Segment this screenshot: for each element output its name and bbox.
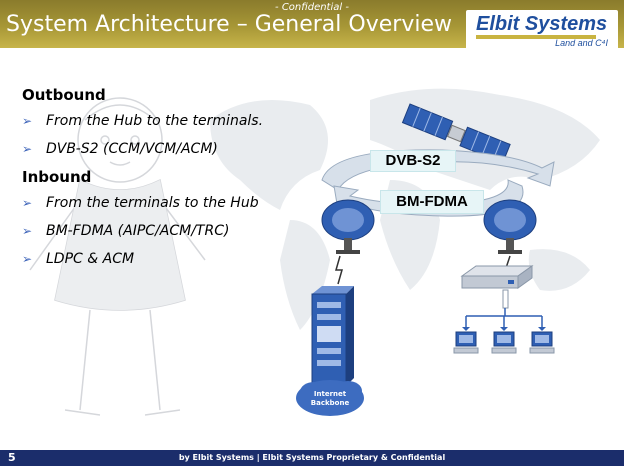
page-number: 5 [8,451,16,464]
bullet-arrow-icon: ➢ [22,114,33,128]
router-icon [460,265,534,289]
list-item-text: From the terminals to the Hub [46,195,259,211]
pc-terminal-icon [491,331,517,354]
lan-arrowheads [462,327,546,331]
list-item: ➢ DVB-S2 (CCM/VCM/ACM) [22,140,322,158]
cable [502,289,509,309]
pc-terminal-icon [453,331,479,354]
logo-name: Elbit Systems [476,13,608,35]
list-item-text: DVB-S2 (CCM/VCM/ACM) [46,141,218,157]
bullet-arrow-icon: ➢ [22,142,33,156]
diagram-graphics [296,103,555,416]
slide-title: System Architecture – General Overview [6,12,452,37]
internet-label-line2: Backbone [310,399,350,407]
logo-swoosh [476,35,596,39]
inbound-heading: Inbound [22,168,92,186]
footer-text: by Elbit Systems | Elbit Systems Proprie… [178,453,446,462]
list-item: ➢ From the terminals to the Hub [22,194,322,212]
slide-footer: 5 by Elbit Systems | Elbit Systems Propr… [0,450,624,466]
list-item: ➢ From the Hub to the terminals. [22,112,322,130]
list-item-text: From the Hub to the terminals. [46,113,264,129]
logo-subtitle: Land and C⁴I [555,38,608,48]
bullet-arrow-icon: ➢ [22,224,33,238]
outbound-heading: Outbound [22,86,106,104]
bm-fdma-label: BM-FDMA [380,190,484,214]
bullet-arrow-icon: ➢ [22,252,33,266]
satellite-dish-icon [483,199,537,254]
list-item-text: LDPC & ACM [46,251,135,267]
lightning-link-icon [335,255,343,285]
bullet-list: Outbound ➢ From the Hub to the terminals… [22,86,322,278]
list-item: ➢ LDPC & ACM [22,250,322,268]
list-item: ➢ BM-FDMA (AIPC/ACM/TRC) [22,222,322,240]
dvb-s2-label: DVB-S2 [370,150,456,172]
elbit-logo: Elbit Systems Land and C⁴I [466,10,618,54]
child-illustration-watermark [29,97,206,416]
satellite-dish-icon [321,199,375,254]
network-diagram: DVB-S2 BM-FDMA Internet Backbone [292,98,612,428]
satellite-icon [401,103,511,164]
confidential-label: - Confidential - [275,2,349,13]
bullet-arrow-icon: ➢ [22,196,33,210]
internet-label-line1: Internet [313,390,347,398]
server-rack-icon [311,286,354,387]
lan-connections [465,308,543,330]
internet-cloud-icon [296,380,364,416]
list-item-text: BM-FDMA (AIPC/ACM/TRC) [46,223,230,239]
pc-terminal-icon [529,331,555,354]
